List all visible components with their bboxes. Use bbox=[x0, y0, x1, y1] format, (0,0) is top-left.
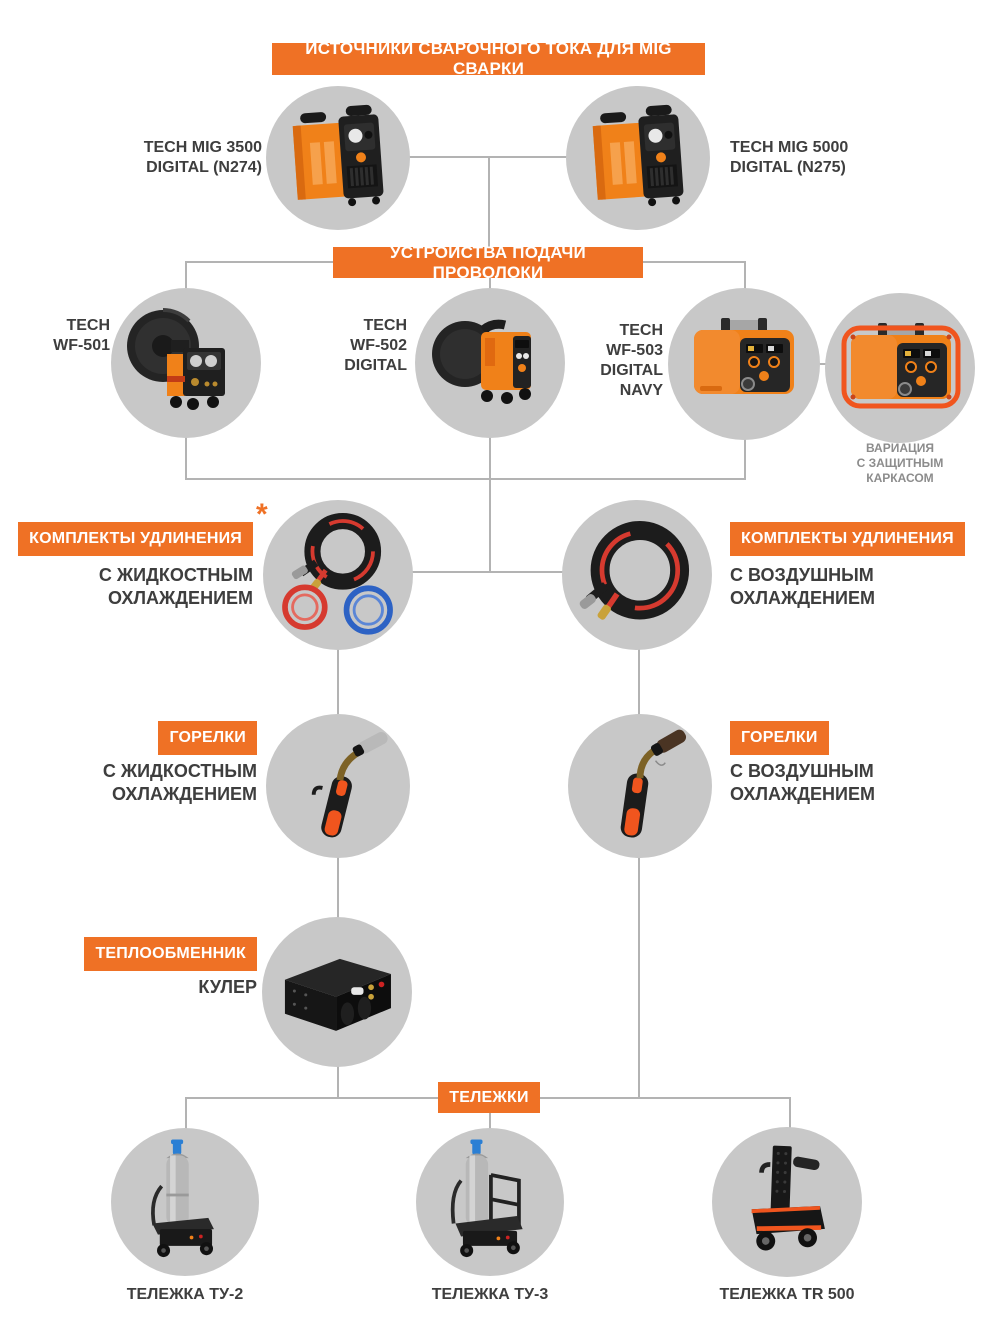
extension-kit-liquid-circle bbox=[263, 500, 413, 650]
connector-line bbox=[185, 1097, 187, 1135]
wire-feeder-case-frame-image bbox=[841, 323, 961, 409]
cooler-unit-image bbox=[284, 958, 391, 1031]
banner-wire-feeders: УСТРОЙСТВА ПОДАЧИ ПРОВОЛОКИ bbox=[333, 243, 643, 282]
cart-tu2-circle bbox=[111, 1128, 259, 1276]
gas-cylinder-cart-image bbox=[151, 1139, 214, 1258]
connector-line bbox=[744, 261, 746, 301]
wire-feeder-case-image bbox=[694, 318, 794, 394]
cooler-circle bbox=[262, 917, 412, 1067]
extension-kit-air-subtitle: С ВОЗДУШНЫМ ОХЛАЖДЕНИЕМ bbox=[730, 565, 875, 608]
cart-tu2-label: ТЕЛЕЖКА ТУ-2 bbox=[126, 1286, 244, 1303]
connector-line bbox=[338, 571, 638, 573]
cart-tu3-circle bbox=[416, 1128, 564, 1276]
connector-line bbox=[185, 478, 746, 480]
mig-torch-image bbox=[311, 731, 388, 838]
extension-kit-liquid-subtitle: С ЖИДКОСТНЫМ ОХЛАЖДЕНИЕМ bbox=[98, 565, 253, 608]
connector-line bbox=[337, 1058, 339, 1098]
torch-liquid-subtitle: С ЖИДКОСТНЫМ ОХЛАЖДЕНИЕМ bbox=[102, 761, 257, 804]
hose-kit-liquid-image bbox=[282, 512, 393, 635]
wf503-frame-caption: ВАРИАЦИЯ С ЗАЩИТНЫМ КАРКАСОМ bbox=[856, 441, 944, 485]
power-source-right-label: TECH MIG 5000 DIGITAL (N275) bbox=[730, 139, 849, 176]
extension-kit-air-circle bbox=[562, 500, 712, 650]
connector-line bbox=[638, 848, 640, 1098]
mig-torch-image bbox=[620, 729, 687, 838]
connector-line bbox=[337, 640, 339, 724]
mig-welder-image bbox=[592, 104, 684, 207]
welding-cart-image bbox=[751, 1145, 825, 1251]
asterisk-mark: * bbox=[256, 498, 268, 531]
connector-line bbox=[185, 261, 333, 263]
torch-liquid-circle bbox=[266, 714, 410, 858]
extension-kit-air-badge: КОМПЛЕКТЫ УДЛИНЕНИЯ bbox=[730, 522, 965, 556]
power-source-left-label: TECH MIG 3500 DIGITAL (N274) bbox=[143, 139, 262, 176]
connector-line bbox=[185, 261, 187, 301]
connector-line bbox=[489, 478, 491, 573]
wf502-label: TECH WF-502 DIGITAL bbox=[344, 317, 407, 374]
gas-cylinder-cart-frame-image bbox=[450, 1139, 523, 1258]
connector-line bbox=[489, 1105, 491, 1135]
hose-kit-air-image bbox=[579, 521, 690, 620]
cart-tr500-circle bbox=[712, 1127, 862, 1277]
wf501-label: TECH WF-501 bbox=[53, 317, 110, 354]
connector-line bbox=[488, 156, 490, 248]
heat-exchanger-subtitle: КУЛЕР bbox=[198, 977, 257, 997]
torch-liquid-badge: ГОРЕЛКИ bbox=[158, 721, 257, 755]
connector-line bbox=[643, 261, 746, 263]
torch-air-badge: ГОРЕЛКИ bbox=[730, 721, 829, 755]
connector-line bbox=[744, 363, 900, 365]
heat-exchanger-badge: ТЕПЛООБМЕННИК bbox=[84, 937, 257, 971]
wf503-label: TECH WF-503 DIGITAL NAVY bbox=[600, 322, 663, 399]
cart-tr500-label: ТЕЛЕЖКА TR 500 bbox=[719, 1286, 855, 1303]
torch-air-circle bbox=[568, 714, 712, 858]
connector-line bbox=[185, 428, 187, 479]
wire-feeder-spool-image bbox=[432, 319, 531, 404]
wire-feeder-wf503-circle bbox=[668, 288, 820, 440]
banner-carts: ТЕЛЕЖКИ bbox=[438, 1082, 540, 1113]
torch-air-subtitle: С ВОЗДУШНЫМ ОХЛАЖДЕНИЕМ bbox=[730, 761, 875, 804]
connector-line bbox=[337, 848, 339, 928]
power-source-left-circle bbox=[266, 86, 410, 230]
wire-feeder-wf503-frame-circle bbox=[825, 293, 975, 443]
mig-welder-image bbox=[292, 104, 384, 207]
wire-feeder-wf502-circle bbox=[415, 288, 565, 438]
connector-line bbox=[789, 1097, 791, 1135]
cart-tu3-label: ТЕЛЕЖКА ТУ-3 bbox=[431, 1286, 549, 1303]
extension-kit-liquid-badge: КОМПЛЕКТЫ УДЛИНЕНИЯ bbox=[18, 522, 253, 556]
connector-line bbox=[638, 640, 640, 724]
connector-line bbox=[489, 428, 491, 479]
wire-feeder-spool-image bbox=[127, 307, 225, 410]
wire-feeder-wf501-circle bbox=[111, 288, 261, 438]
banner-power-sources: ИСТОЧНИКИ СВАРОЧНОГО ТОКА ДЛЯ MIG СВАРКИ bbox=[272, 39, 705, 78]
connector-line bbox=[744, 428, 746, 479]
power-source-right-circle bbox=[566, 86, 710, 230]
